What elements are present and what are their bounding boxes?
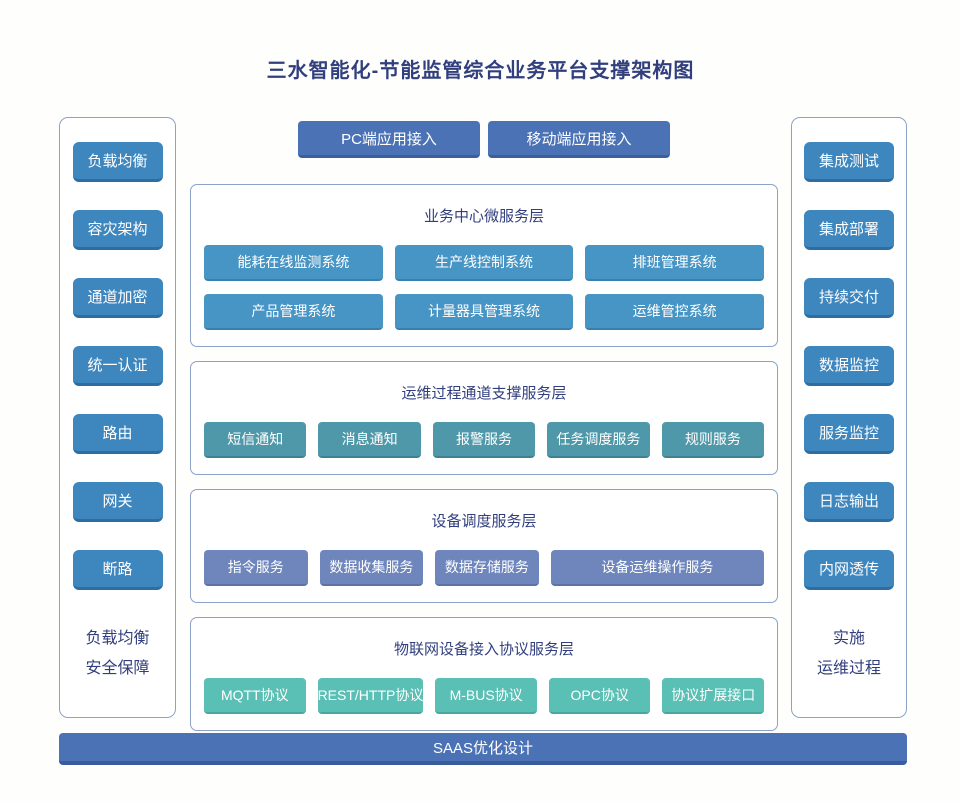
right-panel-caption: 实施 运维过程 bbox=[817, 624, 881, 684]
saas-optimization-label: SAAS优化设计 bbox=[432, 739, 534, 757]
service-sms-notification[interactable]: 短信通知 bbox=[204, 422, 307, 458]
app-access-row: PC端应用接入 移动端应用接入 bbox=[190, 121, 778, 158]
right-item-log-output[interactable]: 日志输出 bbox=[804, 482, 894, 522]
layer-business-microservices: 业务中心微服务层 能耗在线监测系统 生产线控制系统 排班管理系统 产品管理系统 … bbox=[190, 184, 778, 347]
service-data-storage[interactable]: 数据存储服务 bbox=[435, 550, 539, 586]
pc-app-access-button[interactable]: PC端应用接入 bbox=[298, 121, 480, 158]
service-device-ops-operation[interactable]: 设备运维操作服务 bbox=[550, 550, 765, 586]
saas-optimization-bar: SAAS优化设计 bbox=[59, 733, 907, 765]
layer-iot-buttons: MQTT协议 REST/HTTP协议 M-BUS协议 OPC协议 协议扩展接口 bbox=[204, 678, 765, 714]
protocol-mbus[interactable]: M-BUS协议 bbox=[435, 678, 537, 714]
layer-device-title: 设备调度服务层 bbox=[431, 513, 537, 530]
protocol-rest-http[interactable]: REST/HTTP协议 bbox=[317, 678, 424, 714]
layer-device-dispatch: 设备调度服务层 指令服务 数据收集服务 数据存储服务 设备运维操作服务 bbox=[190, 489, 778, 603]
left-panel-caption: 负载均衡 安全保障 bbox=[85, 624, 149, 684]
right-item-service-monitoring[interactable]: 服务监控 bbox=[804, 414, 894, 454]
left-item-circuit-breaker[interactable]: 断路 bbox=[72, 550, 163, 590]
right-item-data-monitoring[interactable]: 数据监控 bbox=[804, 346, 894, 386]
right-panel-caption-line1: 实施 bbox=[832, 630, 865, 647]
service-rules[interactable]: 规则服务 bbox=[661, 422, 765, 458]
service-energy-online-monitoring[interactable]: 能耗在线监测系统 bbox=[204, 245, 383, 281]
service-alarm[interactable]: 报警服务 bbox=[432, 422, 536, 458]
layer-business-buttons: 能耗在线监测系统 生产线控制系统 排班管理系统 产品管理系统 计量器具管理系统 … bbox=[204, 245, 764, 330]
center-column: PC端应用接入 移动端应用接入 业务中心微服务层 能耗在线监测系统 生产线控制系… bbox=[190, 121, 778, 745]
service-ops-control[interactable]: 运维管控系统 bbox=[585, 294, 764, 330]
left-item-channel-encryption[interactable]: 通道加密 bbox=[72, 278, 163, 318]
right-panel-implementation-ops: 集成测试 集成部署 持续交付 数据监控 服务监控 日志输出 内网透传 实施 运维… bbox=[791, 117, 907, 718]
service-production-line-control[interactable]: 生产线控制系统 bbox=[394, 245, 574, 281]
protocol-mqtt[interactable]: MQTT协议 bbox=[204, 678, 306, 714]
service-metering-instrument-management[interactable]: 计量器具管理系统 bbox=[394, 294, 574, 330]
right-item-continuous-delivery[interactable]: 持续交付 bbox=[804, 278, 894, 318]
mobile-app-access-button[interactable]: 移动端应用接入 bbox=[488, 121, 670, 158]
left-panel-load-balancing-security: 负载均衡 容灾架构 通道加密 统一认证 路由 网关 断路 负载均衡 安全保障 bbox=[59, 117, 176, 718]
layer-device-buttons: 指令服务 数据收集服务 数据存储服务 设备运维操作服务 bbox=[204, 550, 765, 586]
service-product-management[interactable]: 产品管理系统 bbox=[204, 294, 383, 330]
protocol-extension-interface[interactable]: 协议扩展接口 bbox=[662, 678, 765, 714]
layer-iot-title: 物联网设备接入协议服务层 bbox=[393, 641, 574, 658]
right-item-intranet-passthrough[interactable]: 内网透传 bbox=[804, 550, 894, 590]
layer-ops-title: 运维过程通道支撑服务层 bbox=[401, 385, 567, 402]
right-panel-caption-line2: 运维过程 bbox=[816, 660, 881, 677]
service-command[interactable]: 指令服务 bbox=[204, 550, 308, 586]
protocol-opc[interactable]: OPC协议 bbox=[548, 678, 651, 714]
left-item-gateway[interactable]: 网关 bbox=[72, 482, 163, 522]
layer-ops-channel-support: 运维过程通道支撑服务层 短信通知 消息通知 报警服务 任务调度服务 规则服务 bbox=[190, 361, 778, 475]
left-panel-caption-line1: 负载均衡 bbox=[85, 630, 150, 647]
left-item-load-balancing[interactable]: 负载均衡 bbox=[72, 142, 163, 182]
page-title: 三水智能化-节能监管综合业务平台支撑架构图 bbox=[266, 60, 695, 82]
left-item-disaster-recovery[interactable]: 容灾架构 bbox=[72, 210, 163, 250]
service-message-notification[interactable]: 消息通知 bbox=[318, 422, 421, 458]
left-item-unified-auth[interactable]: 统一认证 bbox=[72, 346, 163, 386]
left-panel-caption-line2: 安全保障 bbox=[85, 660, 150, 677]
service-task-scheduling[interactable]: 任务调度服务 bbox=[547, 422, 650, 458]
service-data-collection[interactable]: 数据收集服务 bbox=[319, 550, 424, 586]
left-item-routing[interactable]: 路由 bbox=[72, 414, 163, 454]
layer-iot-protocol-access: 物联网设备接入协议服务层 MQTT协议 REST/HTTP协议 M-BUS协议 … bbox=[190, 617, 778, 731]
right-item-integration-testing[interactable]: 集成测试 bbox=[804, 142, 894, 182]
right-item-integration-deployment[interactable]: 集成部署 bbox=[804, 210, 894, 250]
service-shift-scheduling[interactable]: 排班管理系统 bbox=[585, 245, 764, 281]
layer-business-title: 业务中心微服务层 bbox=[423, 208, 544, 225]
layer-ops-buttons: 短信通知 消息通知 报警服务 任务调度服务 规则服务 bbox=[204, 422, 765, 458]
